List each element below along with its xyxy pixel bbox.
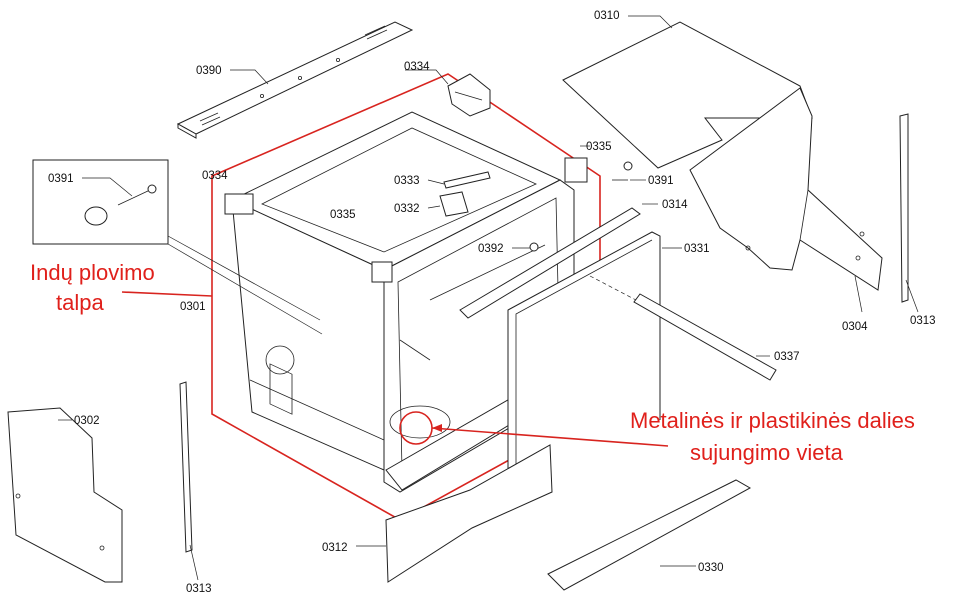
label-0334-left: 0334 <box>202 170 228 182</box>
label-0335-right: 0335 <box>586 141 612 153</box>
label-0334-top: 0334 <box>404 61 430 73</box>
part-0304-side-insulation <box>689 87 883 313</box>
part-0334-top-bracket <box>405 69 491 117</box>
part-0390-top-rail <box>176 21 414 139</box>
joint-annotation-arrow <box>431 427 669 447</box>
part-0314-rail <box>459 203 658 319</box>
label-0333: 0333 <box>394 175 420 187</box>
annotation-joint-line1: Metalinės ir plastikinės dalies <box>630 408 915 433</box>
part-0332-clip <box>427 191 469 217</box>
label-0310: 0310 <box>594 10 620 22</box>
part-0313-right-strip <box>899 113 919 313</box>
label-0337: 0337 <box>774 351 800 363</box>
part-0391-right-screw <box>612 161 646 181</box>
annotation-tub-line1: Indų plovimo <box>30 260 155 285</box>
annotation-joint-line2: sujungimo vieta <box>690 440 844 465</box>
tub-annotation-arrow <box>121 291 213 297</box>
label-0330: 0330 <box>698 562 724 574</box>
label-0332: 0332 <box>394 203 420 215</box>
part-0337-crossbar <box>589 275 777 381</box>
part-0302-left-panel <box>7 407 123 583</box>
label-0335-mid: 0335 <box>330 209 356 221</box>
part-0333-bracket <box>427 171 491 189</box>
label-0313-right: 0313 <box>910 315 936 327</box>
part-0331-gasket <box>507 231 682 480</box>
label-0304: 0304 <box>842 321 868 333</box>
label-0301: 0301 <box>180 301 206 313</box>
label-0331: 0331 <box>684 243 710 255</box>
label-0391-left: 0391 <box>48 173 74 185</box>
label-0390: 0390 <box>196 65 222 77</box>
part-0391-inset <box>32 159 323 335</box>
part-0312-base <box>356 444 553 583</box>
label-0392: 0392 <box>478 243 504 255</box>
annotation-tub-line2: talpa <box>56 290 104 315</box>
part-0392-pin <box>512 242 539 252</box>
label-0314: 0314 <box>662 199 688 211</box>
joint-arrowhead <box>432 424 442 432</box>
part-0310-top-cover <box>562 15 813 169</box>
part-0313-left-strip <box>179 381 199 581</box>
part-0330-bottom-rail <box>547 479 752 591</box>
label-0302: 0302 <box>74 415 100 427</box>
label-0391-right: 0391 <box>648 175 674 187</box>
label-0313-left: 0313 <box>186 583 212 595</box>
label-0312: 0312 <box>322 542 348 554</box>
